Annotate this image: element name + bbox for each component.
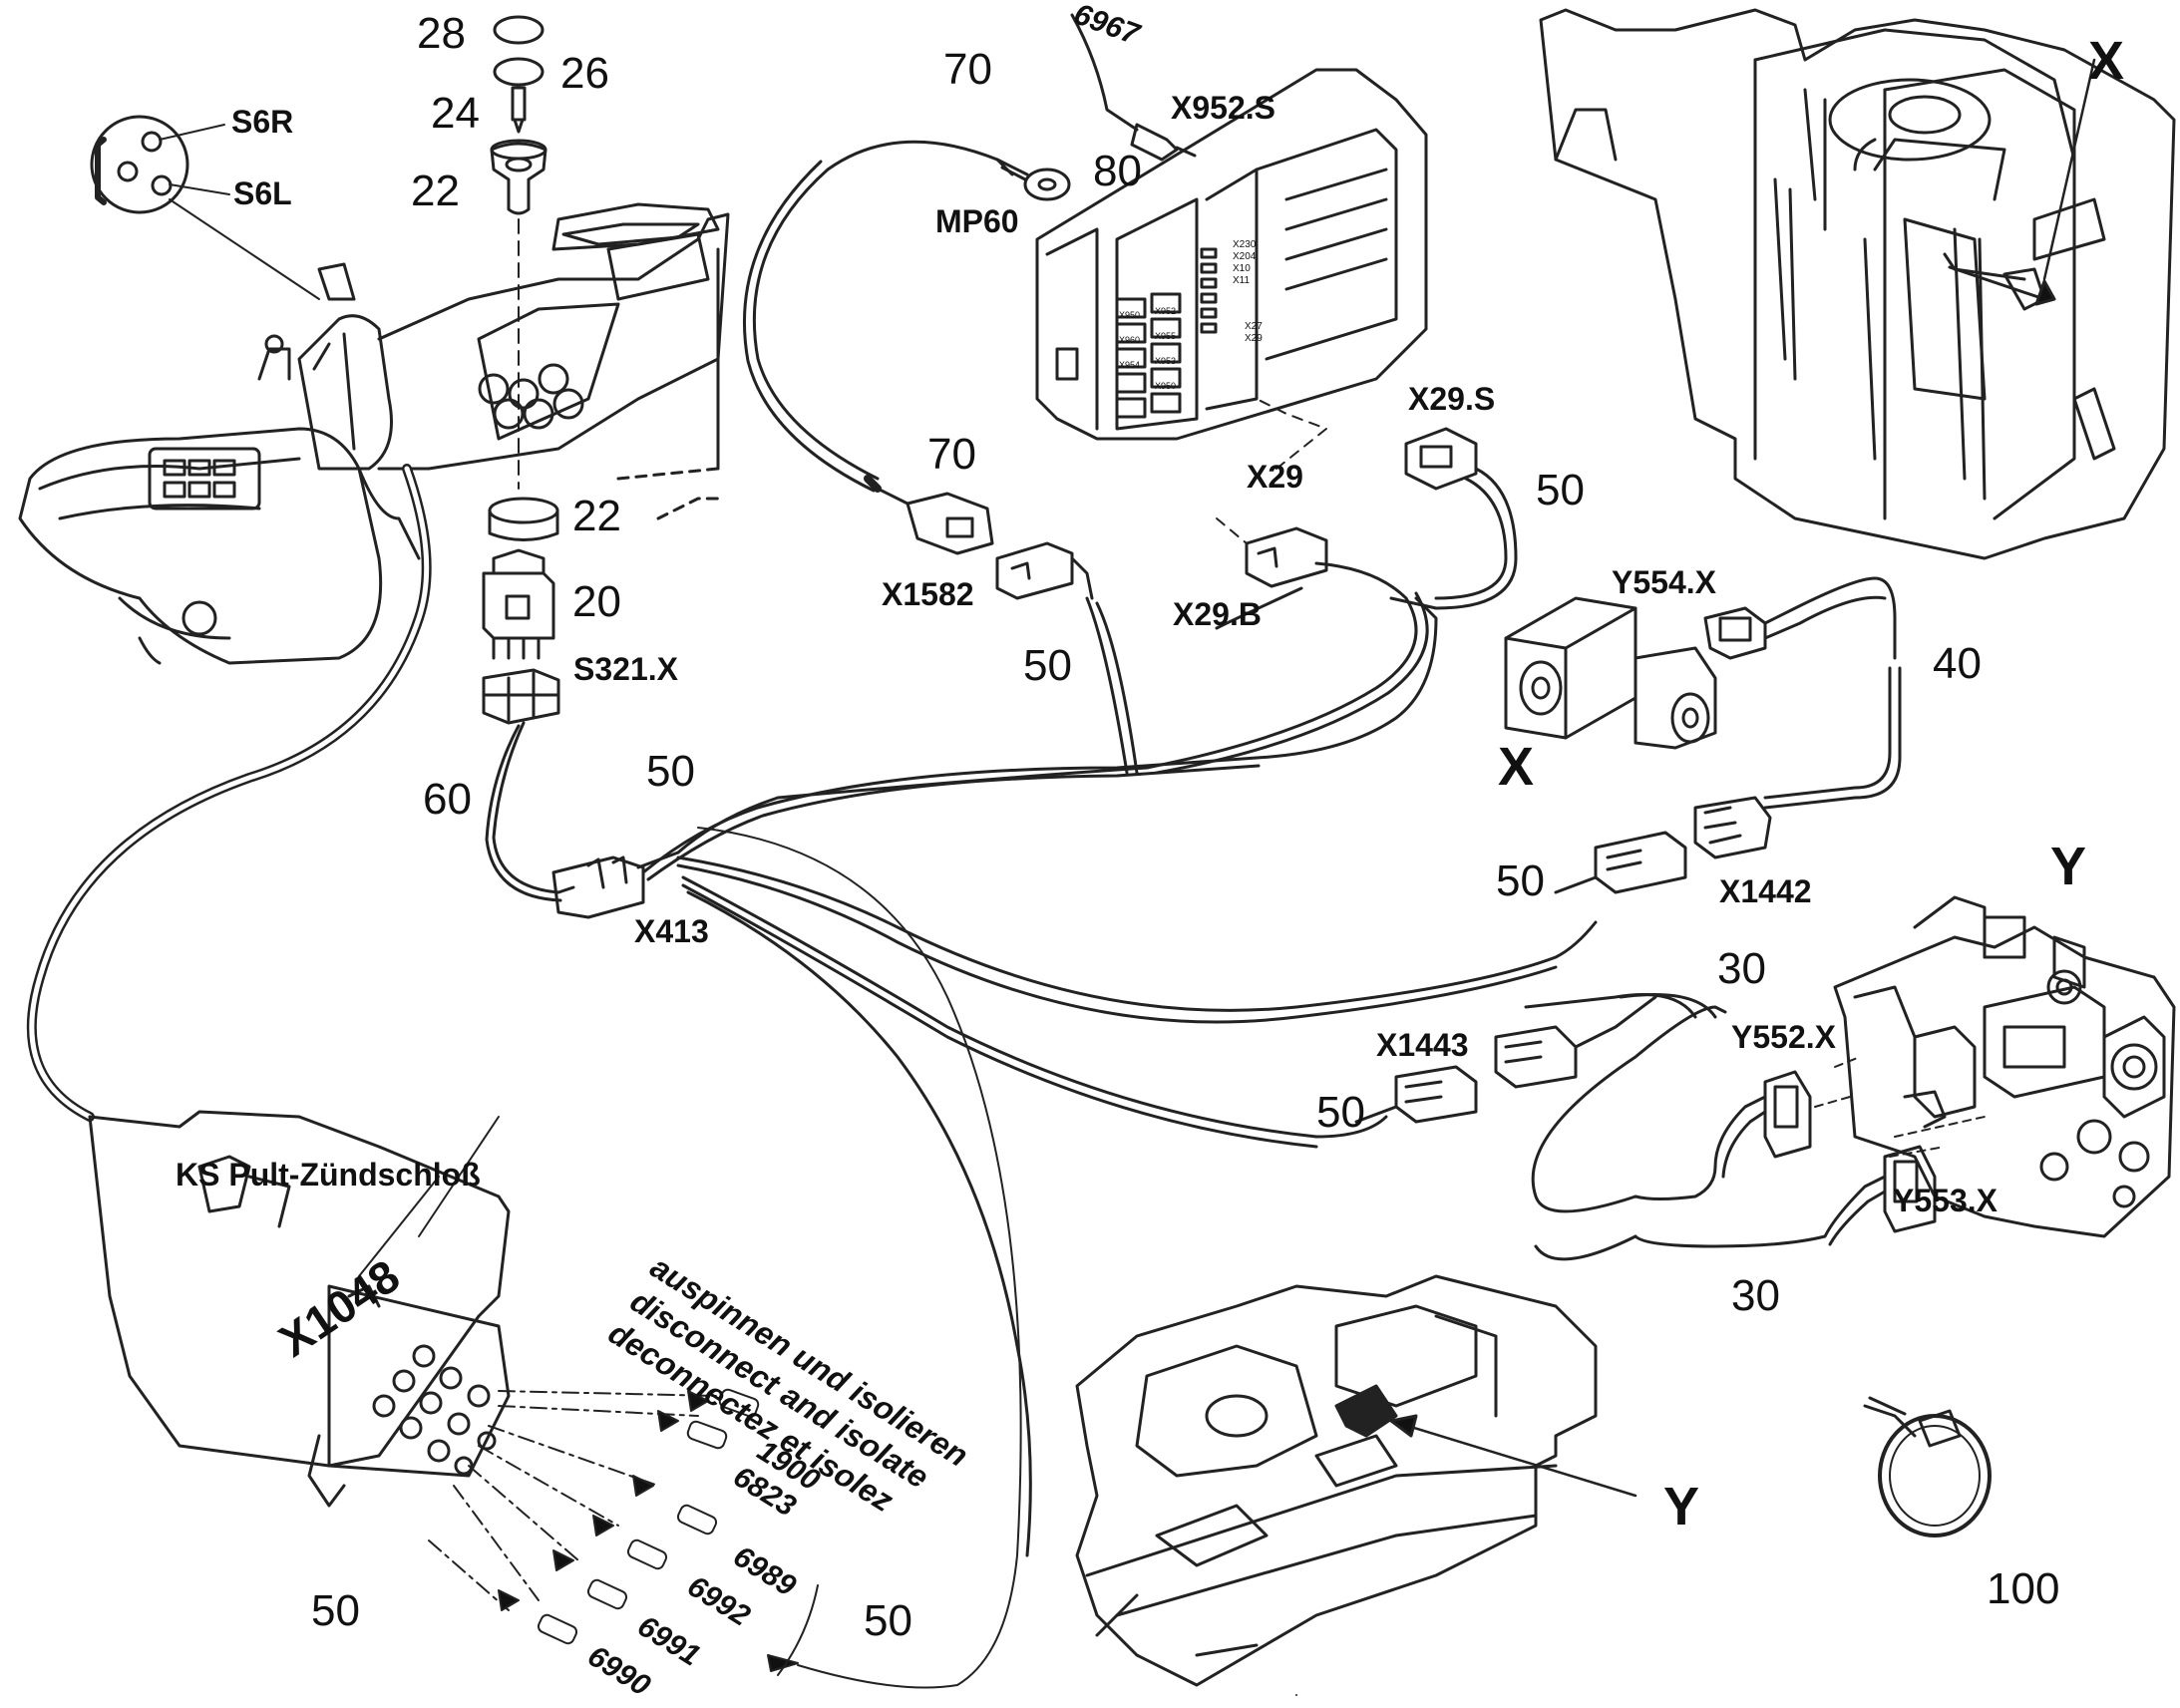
part-50-x1443: 50: [1316, 1088, 1365, 1137]
part-70-top: 70: [943, 45, 992, 94]
x29s-cable: [1389, 427, 1518, 610]
valve-y554: [1504, 596, 1717, 750]
rack-label: X204: [1233, 251, 1257, 262]
label-s321x: S321.X: [573, 651, 678, 687]
rack-labels-3: X950 X960 X954: [1119, 303, 1140, 378]
label-x29s: X29.S: [1408, 381, 1496, 417]
label-x413: X413: [634, 913, 709, 949]
label-x1443: X1443: [1376, 1027, 1469, 1063]
label-y552x: Y552.X: [1731, 1019, 1836, 1055]
part-100: 100: [1987, 1564, 2060, 1613]
cable-tie: [1863, 1396, 1992, 1537]
y552-y553-cables: [1524, 993, 1986, 1261]
isolated-wire-tips: [428, 827, 1022, 1689]
label-mp60: MP60: [935, 203, 1019, 239]
rack-labels-1: X230 X204 X10 X11: [1233, 239, 1256, 287]
label-ks-pult: KS Pult-Zündschloß: [176, 1157, 481, 1193]
part-20: 20: [572, 577, 621, 626]
x1443-pair: [1354, 995, 1657, 1124]
y554-cable: [1703, 576, 1902, 810]
part-24: 24: [431, 89, 480, 138]
main-harness-bundle: [641, 596, 1598, 1557]
rack-label: X10: [1233, 263, 1251, 274]
part-40: 40: [1933, 639, 1982, 688]
s6-switch: [90, 115, 320, 300]
rack-label: X955: [1155, 331, 1177, 341]
rack-label: X950: [1119, 310, 1141, 320]
part-30-bottom: 30: [1731, 1271, 1780, 1320]
label-x29: X29: [1247, 459, 1303, 495]
rack-label: X952: [1155, 306, 1177, 316]
chassis-frame-y: [1075, 1274, 1637, 1687]
rack-label: X950: [1155, 381, 1177, 391]
label-x952s: X952.S: [1171, 90, 1275, 126]
label-y554x: Y554.X: [1612, 564, 1716, 600]
part-50-x1048: 50: [311, 1586, 360, 1635]
rack-label: X960: [1119, 335, 1141, 345]
rack-label: X27: [1245, 321, 1263, 332]
key-switch-stack: [482, 15, 560, 725]
label-x1442: X1442: [1719, 873, 1812, 909]
x1442-pair: [1554, 796, 1772, 894]
part-80: 80: [1093, 147, 1142, 195]
part-26: 26: [560, 49, 609, 98]
part-50-x413: 50: [646, 747, 695, 796]
label-s6r: S6R: [231, 104, 294, 140]
x1048-connector: [88, 1110, 511, 1508]
fuse-rack: [1035, 68, 1428, 441]
machine-frame-x: [1539, 8, 2176, 560]
view-y-right: Y: [2050, 837, 2087, 896]
rack-label: X11: [1233, 275, 1251, 286]
rack-labels-2: X27 X29: [1245, 321, 1263, 345]
label-y553x: Y553.X: [1893, 1183, 1998, 1218]
part-50-bottom: 50: [864, 1596, 912, 1645]
view-x-top: X: [2088, 31, 2125, 91]
part-50-x1442: 50: [1496, 856, 1545, 905]
mp60-ground: [995, 13, 1197, 201]
operator-console: [18, 202, 730, 665]
leader-lines: [358, 1176, 1297, 1696]
part-60: 60: [423, 775, 472, 824]
part-30-top: 30: [1717, 944, 1766, 993]
rack-label: X954: [1119, 360, 1141, 370]
part-22-top: 22: [411, 167, 460, 215]
rack-labels-4: X952 X955 X953 X950: [1155, 299, 1176, 399]
rack-label: X29: [1245, 333, 1263, 344]
view-y-bottom: Y: [1663, 1477, 1700, 1537]
x29b-block: [995, 526, 1328, 600]
cable-s321-x413: [492, 721, 575, 894]
part-22-ring: 22: [572, 492, 621, 540]
label-x1582: X1582: [882, 576, 974, 612]
x1582-x29b-cables: [1085, 561, 1429, 775]
x1582-connector: [742, 140, 1029, 555]
valve-block-y: [1833, 895, 2176, 1238]
label-x29b: X29.B: [1173, 596, 1262, 632]
part-50-x1582: 50: [1023, 641, 1072, 690]
part-28: 28: [417, 9, 466, 58]
rack-label: X953: [1155, 356, 1177, 366]
label-s6l: S6L: [233, 175, 292, 211]
cable-console-x1048: [26, 464, 432, 1122]
rack-label: X230: [1233, 239, 1257, 250]
part-50-x29s: 50: [1536, 466, 1585, 514]
part-70-mid: 70: [927, 430, 976, 479]
view-x-mid: X: [1498, 737, 1535, 797]
x413-connector: [551, 851, 680, 919]
